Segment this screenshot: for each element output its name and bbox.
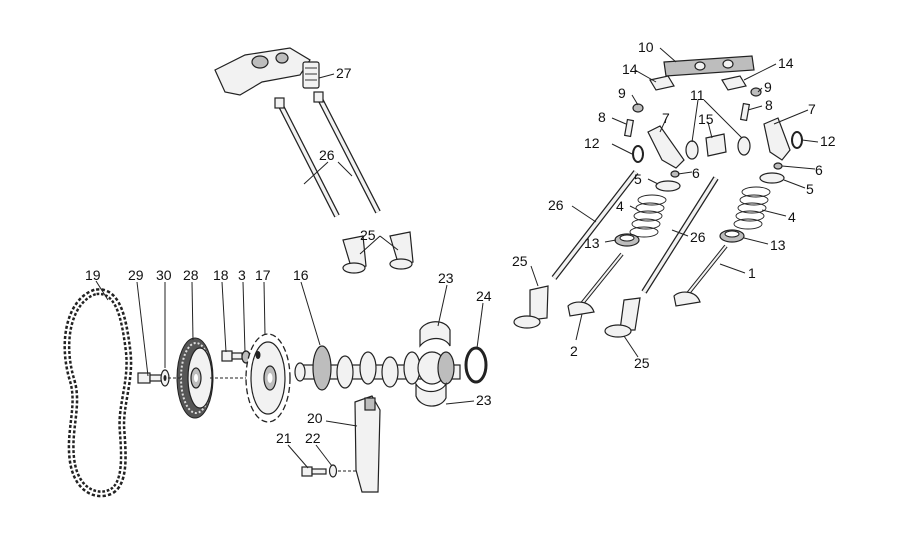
label-10: 10 (638, 39, 654, 55)
label-23-bottom: 23 (476, 392, 492, 408)
chain-tensioner-20 (354, 395, 381, 493)
label-12-left: 12 (584, 135, 600, 151)
rocker-arm-7-left (647, 125, 685, 169)
label-26-left: 26 (319, 147, 335, 163)
label-6-right: 6 (815, 162, 823, 178)
label-1: 1 (748, 265, 756, 281)
timing-chain (63, 288, 133, 498)
label-6-left: 6 (692, 165, 700, 181)
label-8-left: 8 (598, 109, 606, 125)
rocker-shaft-10 (663, 55, 755, 77)
valve-2 (567, 252, 624, 317)
ring-24 (464, 346, 488, 384)
collet-6-right (773, 162, 783, 170)
label-13-right: 13 (770, 237, 786, 253)
shim-11-right (737, 136, 751, 156)
label-8-right: 8 (765, 97, 773, 113)
tappet-pair-25-left (342, 231, 414, 274)
callout-labels: 19 29 30 28 18 3 17 16 23 24 23 20 21 22… (85, 39, 836, 446)
sprocket-17 (245, 333, 291, 423)
label-14-left: 14 (622, 61, 638, 77)
label-26-right-a: 26 (548, 197, 564, 213)
pad-14-right (721, 75, 747, 91)
bearing-shell-23-top (419, 321, 451, 348)
label-28: 28 (183, 267, 199, 283)
collet-6-left (670, 170, 680, 178)
clip-12-left (632, 145, 644, 163)
valve-1 (673, 244, 728, 307)
cam-gear-28 (176, 337, 214, 419)
washer-22 (328, 464, 338, 478)
label-23-top: 23 (438, 270, 454, 286)
label-18: 18 (213, 267, 229, 283)
rocker-arm-7-right (763, 117, 791, 161)
label-21: 21 (276, 430, 292, 446)
bolt-18 (221, 350, 243, 362)
valve-spring-4-left (629, 194, 667, 238)
label-5-left: 5 (634, 171, 642, 187)
pad-14-left (649, 75, 675, 91)
shim-11-left (685, 140, 699, 160)
label-7-right: 7 (808, 101, 816, 117)
valve-spring-4-right (733, 186, 771, 230)
nut-9-left (632, 103, 644, 113)
tappet-25-right-b (604, 297, 641, 338)
leader-lines (95, 47, 819, 469)
clip-12-right (791, 131, 803, 149)
retainer-5-left (655, 180, 681, 192)
spring-seat-13-left (614, 233, 640, 247)
bushing-15 (705, 133, 727, 157)
label-29: 29 (128, 267, 144, 283)
label-14-right: 14 (778, 55, 794, 71)
bolt-29 (137, 372, 165, 384)
label-20: 20 (307, 410, 323, 426)
label-25-right-a: 25 (512, 253, 528, 269)
label-12-right: 12 (820, 133, 836, 149)
bearing-shell-23-bottom (415, 381, 447, 407)
label-27: 27 (336, 65, 352, 81)
label-25-right-b: 25 (634, 355, 650, 371)
pushrod-26-right-b (641, 176, 719, 294)
label-15: 15 (698, 111, 714, 127)
label-17: 17 (255, 267, 271, 283)
label-13-left: 13 (584, 235, 600, 251)
spring-seat-13-right (719, 229, 745, 243)
label-19: 19 (85, 267, 101, 283)
pushrod-26-right-a (551, 170, 639, 280)
pushrod-pair-26-left (274, 91, 381, 218)
label-22: 22 (305, 430, 321, 446)
label-4-left: 4 (616, 198, 624, 214)
label-2: 2 (570, 343, 578, 359)
rocker-assembly-27 (214, 47, 320, 96)
washer-30 (160, 369, 170, 387)
retainer-5-right (759, 172, 785, 184)
label-3: 3 (238, 267, 246, 283)
label-9-left: 9 (618, 85, 626, 101)
label-25-left: 25 (360, 227, 376, 243)
label-9-right: 9 (764, 79, 772, 95)
bolt-21 (301, 466, 327, 477)
label-30: 30 (156, 267, 172, 283)
nut-9-right (750, 87, 762, 97)
label-26-right-b: 26 (690, 229, 706, 245)
label-5-right: 5 (806, 181, 814, 197)
label-7-left: 7 (662, 110, 670, 126)
label-16: 16 (293, 267, 309, 283)
stud-8-right (739, 102, 751, 122)
label-24: 24 (476, 288, 492, 304)
stud-8-left (623, 118, 635, 138)
camshaft-16 (294, 345, 461, 391)
label-11: 11 (690, 87, 705, 103)
tappet-25-right-a (513, 285, 549, 329)
label-4-right: 4 (788, 209, 796, 225)
